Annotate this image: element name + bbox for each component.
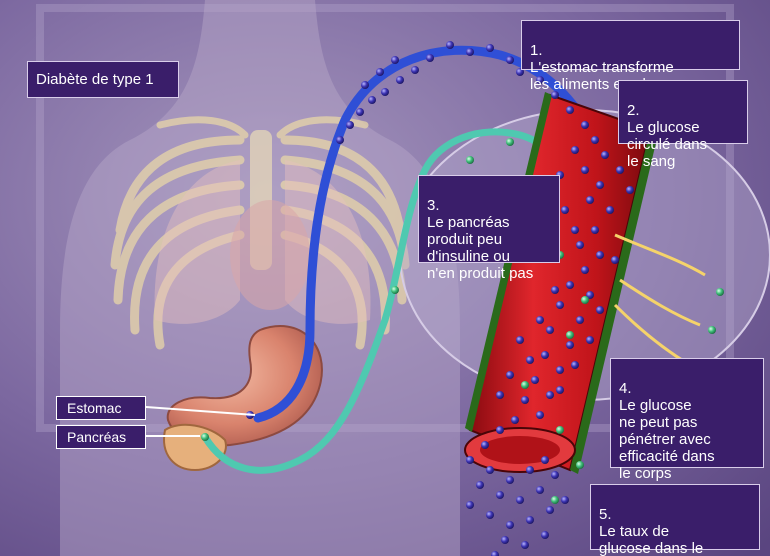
stomach-leader (146, 407, 255, 415)
